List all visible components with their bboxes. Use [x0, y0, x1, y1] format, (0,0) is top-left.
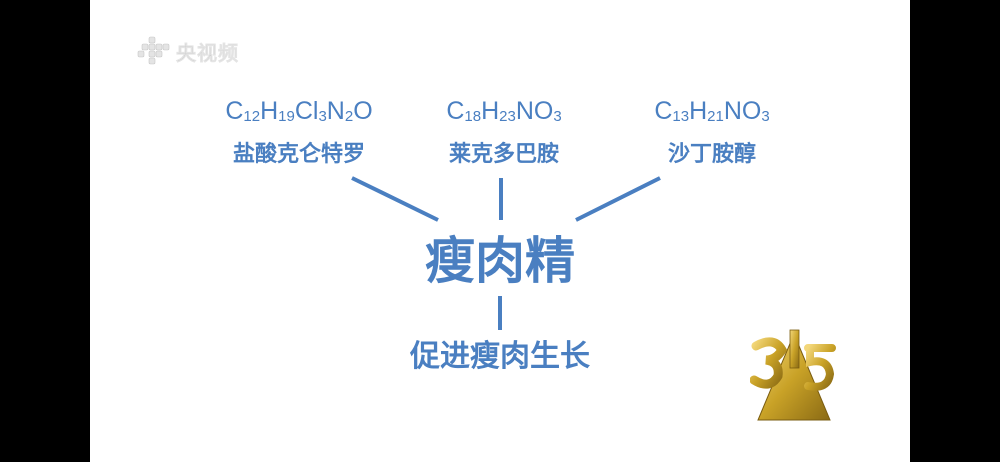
formula-element: H: [481, 97, 500, 125]
formula-clenbuterol: C12H19Cl3N2O: [214, 97, 384, 125]
formula-subscript: 2: [344, 108, 354, 125]
formula-element: NO: [723, 97, 762, 125]
formula-subscript: 23: [499, 108, 516, 125]
slide-canvas: 央视频 C12H19Cl3N2O C18H23NO3 C13H21NO3 盐酸克…: [90, 0, 910, 462]
formula-element: N: [326, 97, 345, 125]
connector-left: [351, 176, 439, 222]
connector-right: [575, 176, 661, 222]
formula-element: C: [654, 97, 673, 125]
formula-subscript: 3: [553, 108, 562, 125]
cctv-app-logo-icon: [137, 36, 170, 65]
formula-subscript: 13: [672, 108, 690, 125]
formula-element: O: [353, 97, 373, 125]
formula-element: NO: [515, 97, 554, 125]
formula-subscript: 3: [761, 108, 770, 125]
watermark-text: 央视频: [176, 40, 239, 65]
compound-name-ractopamine: 莱克多巴胺: [448, 142, 559, 167]
watermark: 央视频: [136, 36, 239, 66]
effect-label: 促进瘦肉生长: [410, 339, 590, 374]
formula-element: C: [446, 97, 465, 125]
formula-subscript: 3: [318, 108, 327, 125]
formula-subscript: 18: [464, 108, 482, 125]
formula-subscript: 19: [278, 108, 295, 125]
315-trophy-logo-icon: [750, 329, 836, 421]
compound-name-clenbuterol: 盐酸克仑特罗: [232, 142, 365, 167]
formula-element: H: [689, 97, 708, 125]
formula-subscript: 12: [243, 108, 261, 125]
formula-ractopamine: C18H23NO3: [434, 97, 574, 125]
formula-element: H: [260, 97, 279, 125]
formula-element: C: [225, 97, 244, 125]
formula-element: Cl: [294, 97, 319, 125]
formula-salbutamol: C13H21NO3: [642, 97, 782, 125]
connector-lines: [351, 176, 661, 330]
compound-name-salbutamol: 沙丁胺醇: [667, 142, 756, 167]
formula-subscript: 21: [707, 108, 724, 125]
center-label: 瘦肉精: [425, 232, 575, 290]
